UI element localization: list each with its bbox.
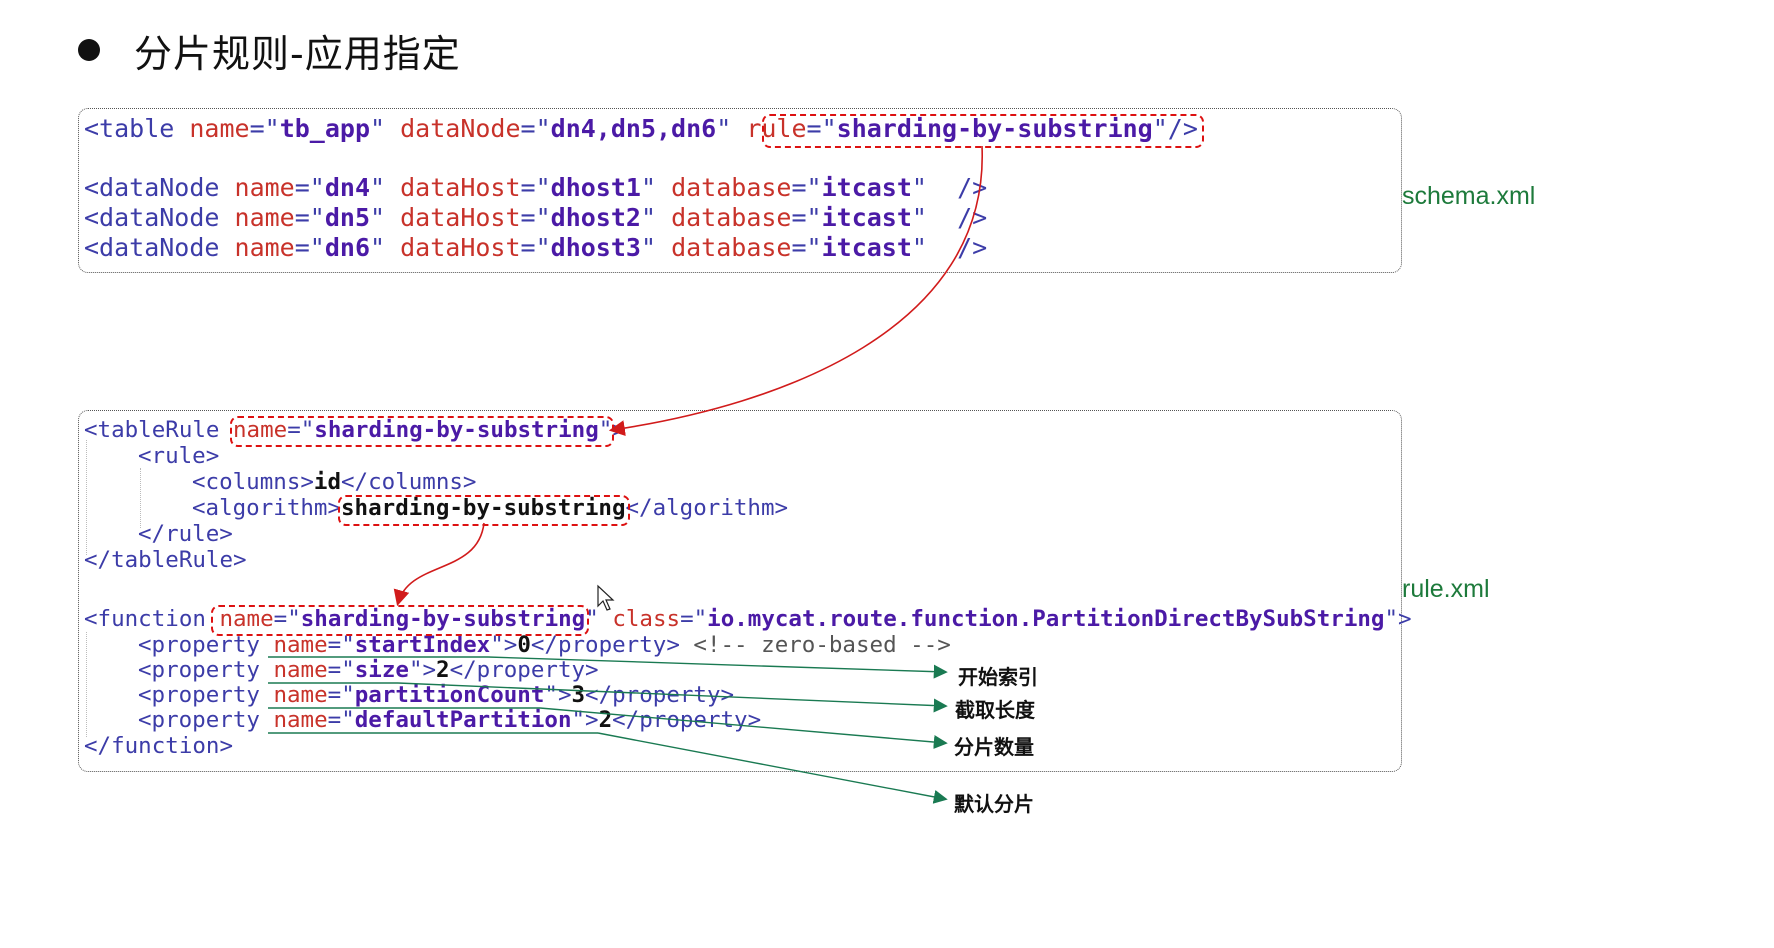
function-close-line: </function> [84,733,234,759]
rule-code-box [78,410,1402,772]
rule-file-label: rule.xml [1402,575,1490,603]
algorithm-to-function-arrow [393,522,485,607]
annotation-partition-count: 分片数量 [954,735,1034,759]
mouse-cursor-icon [597,584,615,611]
property-line-2: <property name="size">2</property> [138,657,599,683]
start-index-arrow [487,656,948,679]
property-line-1: <property name="startIndex">0</property>… [138,632,951,658]
bullet-icon [78,39,100,61]
tablerule-close-line: </tableRule> [84,547,247,573]
schema-code-box [78,108,1402,273]
default-partition-arrow [597,732,948,804]
page-title: 分片规则-应用指定 [134,31,461,76]
size-arrow [397,682,948,713]
datanode-line-3: <dataNode name="dn6" dataHost="dhost3" d… [84,233,988,262]
indent-guide [86,440,87,555]
table-line: <table name="tb_app" dataNode="dn4,dn5,d… [84,114,1198,143]
schema-to-tablerule-arrow [608,145,983,437]
slide-title-row: 分片规则-应用指定 [78,22,461,78]
annotation-default-partition: 默认分片 [954,792,1034,816]
rule-open-line: <rule> [138,443,220,469]
indent-guide [140,468,141,528]
indent-guide [86,632,87,737]
rule-close-line: </rule> [138,521,233,547]
rule-attr-highlight [762,114,1204,148]
function-open-line: <function name="sharding-by-substring" c… [84,606,1412,632]
property-line-3: <property name="partitionCount">3</prope… [138,682,735,708]
annotation-size: 截取长度 [955,698,1035,722]
algorithm-line: <algorithm>sharding-by-substring</algori… [192,495,789,521]
partition-count-arrow [539,707,948,750]
datanode-line-1: <dataNode name="dn4" dataHost="dhost1" d… [84,173,988,202]
datanode-line-2: <dataNode name="dn5" dataHost="dhost2" d… [84,203,988,232]
annotation-start-index: 开始索引 [958,665,1038,689]
schema-file-label: schema.xml [1402,182,1536,210]
columns-line: <columns>id</columns> [192,469,477,495]
